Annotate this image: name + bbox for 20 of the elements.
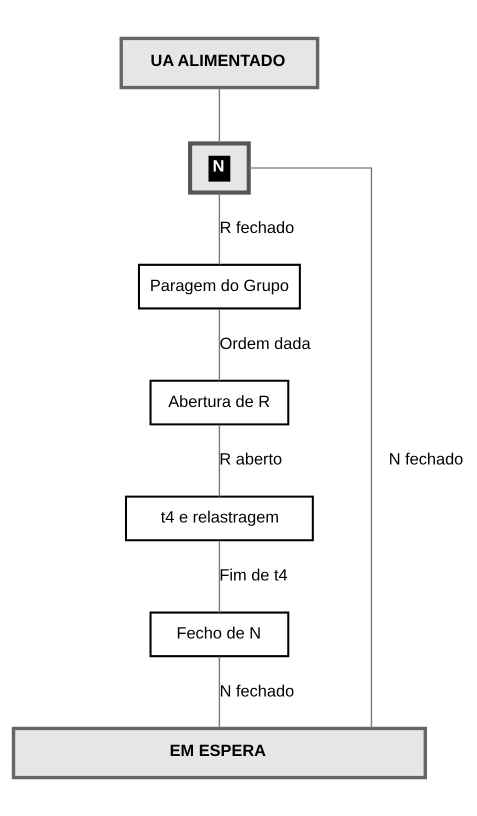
node-box: t4 e relastragem bbox=[124, 496, 314, 542]
node-box: EM ESPERA bbox=[12, 726, 428, 780]
connector bbox=[218, 308, 220, 381]
node-box: UA ALIMENTADO bbox=[120, 36, 320, 90]
connector bbox=[218, 192, 220, 264]
connector bbox=[218, 656, 220, 728]
edge-label: N fechado bbox=[220, 682, 294, 701]
edge-label: Fim de t4 bbox=[219, 566, 288, 585]
edge-label: R aberto bbox=[219, 450, 282, 469]
edge-label: Ordem dada bbox=[220, 334, 311, 353]
connector bbox=[249, 167, 372, 728]
connector bbox=[218, 424, 220, 497]
node-box: Fecho de N bbox=[150, 612, 290, 658]
connector bbox=[218, 88, 220, 144]
edge-label: N fechado bbox=[388, 450, 464, 469]
edge-label: R fechado bbox=[220, 218, 294, 237]
connector bbox=[218, 540, 220, 612]
node-box: Paragem do Grupo bbox=[138, 264, 301, 310]
node-box: N bbox=[188, 141, 251, 195]
node-box: Abertura de R bbox=[150, 380, 290, 426]
